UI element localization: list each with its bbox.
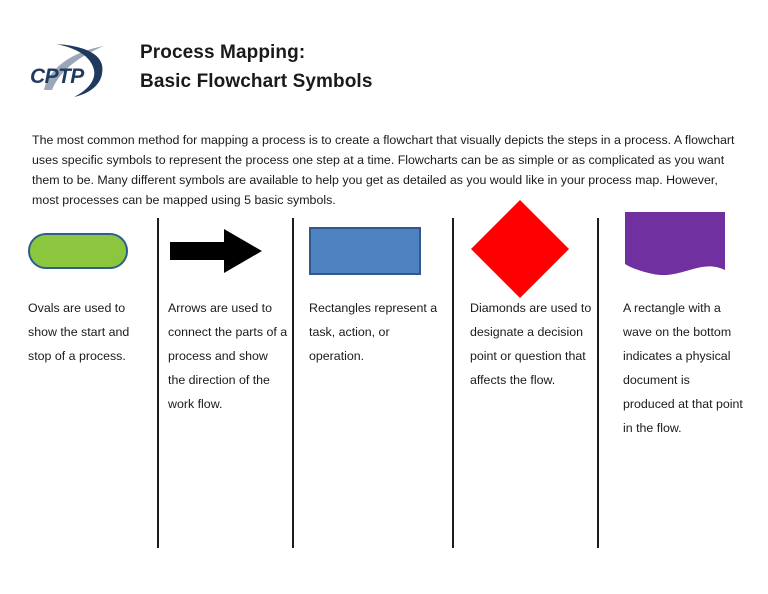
logo-gray-swoosh <box>44 46 104 90</box>
symbol-column-diamond: Diamonds are used to designate a decisio… <box>470 200 592 393</box>
title-block: Process Mapping: Basic Flowchart Symbols <box>140 38 372 97</box>
document-symbol-icon <box>625 212 725 276</box>
column-divider-4 <box>597 218 599 548</box>
logo-navy-swoosh <box>56 44 103 97</box>
symbol-columns: Ovals are used to show the start and sto… <box>0 200 768 565</box>
logo-wordmark: CPTP <box>30 65 85 88</box>
symbol-graphic-diamond <box>470 200 592 298</box>
column-divider-3 <box>452 218 454 548</box>
symbol-caption-arrow: Arrows are used to connect the parts of … <box>168 301 288 411</box>
cptp-logo: CPTP <box>26 36 118 98</box>
page-title-line-2: Basic Flowchart Symbols <box>140 71 373 92</box>
symbol-graphic-rectangle <box>309 205 447 297</box>
symbol-caption-rectangle: Rectangles represent a task, action, or … <box>309 301 438 363</box>
symbol-graphic-document <box>623 205 743 297</box>
page-title-line-1: Process Mapping: <box>140 41 306 63</box>
symbol-caption-oval: Ovals are used to show the start and sto… <box>28 301 130 363</box>
oval-symbol-icon <box>28 233 128 269</box>
symbol-caption-diamond: Diamonds are used to designate a decisio… <box>470 301 592 387</box>
slide-header: CPTP Process Mapping: Basic Flowchart Sy… <box>26 28 726 106</box>
symbol-caption-document: A rectangle with a wave on the bottom in… <box>623 301 743 435</box>
intro-paragraph: The most common method for mapping a pro… <box>32 133 735 208</box>
symbol-graphic-arrow <box>168 205 288 297</box>
rectangle-symbol-icon <box>309 227 421 275</box>
symbol-column-document: A rectangle with a wave on the bottom in… <box>623 205 743 441</box>
symbol-column-rectangle: Rectangles represent a task, action, or … <box>309 205 447 369</box>
symbol-column-oval: Ovals are used to show the start and sto… <box>28 205 156 369</box>
column-divider-1 <box>157 218 159 548</box>
diamond-symbol-icon <box>471 200 569 298</box>
symbol-graphic-oval <box>28 205 156 297</box>
column-divider-2 <box>292 218 294 548</box>
symbol-column-arrow: Arrows are used to connect the parts of … <box>168 205 288 417</box>
cptp-logo-mark: CPTP <box>30 44 104 97</box>
arrow-symbol-icon <box>170 229 262 273</box>
